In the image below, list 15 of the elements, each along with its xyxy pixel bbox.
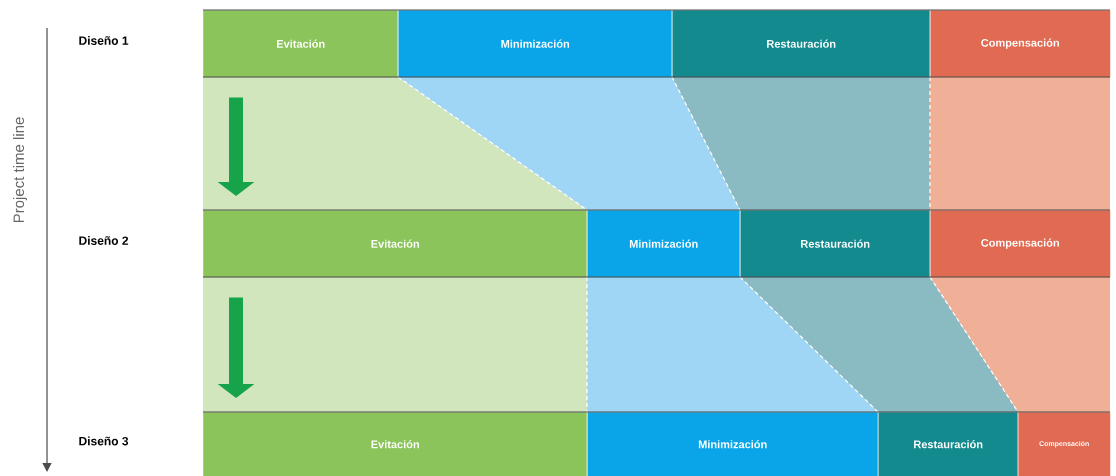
phase-box: Compensación [930, 210, 1111, 278]
phase-box: Minimización [587, 210, 741, 278]
design-label: Diseño 3 [79, 436, 129, 446]
phase-box: Evitación [203, 210, 588, 278]
axis-label: Project time line [13, 117, 27, 223]
phase-box: Minimización [398, 10, 673, 78]
phase-box: Evitación [203, 412, 588, 476]
phase-box: Evitación [203, 10, 399, 78]
phase-box: Restauración [672, 10, 931, 78]
design-label: Diseño 1 [79, 36, 129, 45]
phase-box: Compensación [930, 10, 1111, 78]
design-label: Diseño 2 [79, 236, 129, 245]
phase-box: Restauración [740, 210, 931, 278]
phase-box: Minimización [587, 412, 879, 476]
phase-box: Restauración [878, 412, 1019, 476]
